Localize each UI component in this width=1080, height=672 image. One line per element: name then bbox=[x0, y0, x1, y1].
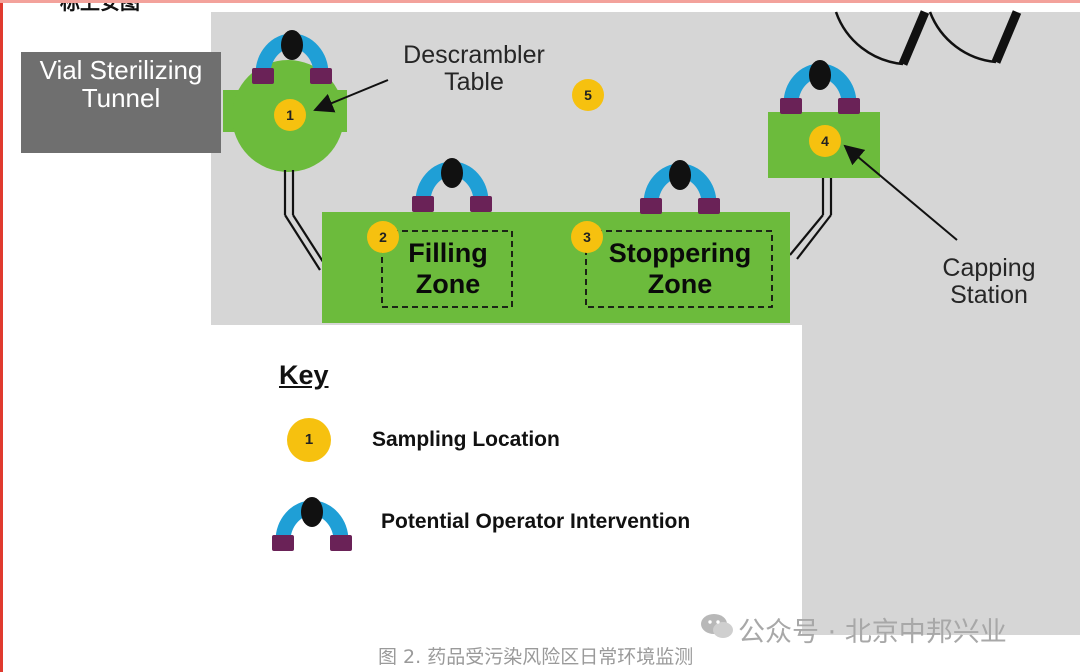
filling-zone-label: Filling Zone bbox=[408, 238, 488, 299]
key-sampling-label: Sampling Location bbox=[372, 428, 560, 451]
stoppering-zone-outline bbox=[585, 230, 773, 308]
left-frame-rule bbox=[0, 0, 3, 672]
sampling-location-4: 4 bbox=[809, 125, 841, 157]
stoppering-zone-label: Stoppering Zone bbox=[608, 238, 752, 299]
sampling-location-3: 3 bbox=[571, 221, 603, 253]
descrambler-arrow bbox=[313, 79, 389, 113]
sampling-location-1: 1 bbox=[274, 99, 306, 131]
double-door-icon bbox=[834, 10, 1022, 66]
key-sampling-symbol: 1 bbox=[287, 418, 331, 462]
key-operator-label: Potential Operator Intervention bbox=[381, 510, 691, 533]
filling-zone-outline bbox=[381, 230, 513, 308]
tunnel-label: Vial Sterilizing Tunnel bbox=[39, 55, 203, 114]
conveyor-left bbox=[283, 170, 328, 271]
descrambler-label: Descrambler Table bbox=[403, 41, 545, 96]
watermark: 公众号 · 北京中邦兴业 bbox=[738, 617, 1007, 648]
conveyor-right bbox=[789, 178, 833, 260]
top-frame-rule bbox=[0, 0, 1080, 3]
figure-caption: 图 2. 药品受污染风险区日常环境监测 bbox=[378, 646, 694, 668]
header-fragment: 标上安图 bbox=[60, 0, 140, 14]
capping-arrow bbox=[843, 144, 958, 241]
wechat-icon bbox=[701, 614, 733, 638]
sampling-location-2: 2 bbox=[367, 221, 399, 253]
key-title: Key bbox=[279, 360, 329, 390]
key-operator-icon bbox=[272, 497, 352, 551]
capping-label: Capping Station bbox=[942, 254, 1036, 309]
sampling-location-5: 5 bbox=[572, 79, 604, 111]
vial-sterilizing-tunnel bbox=[21, 52, 221, 153]
